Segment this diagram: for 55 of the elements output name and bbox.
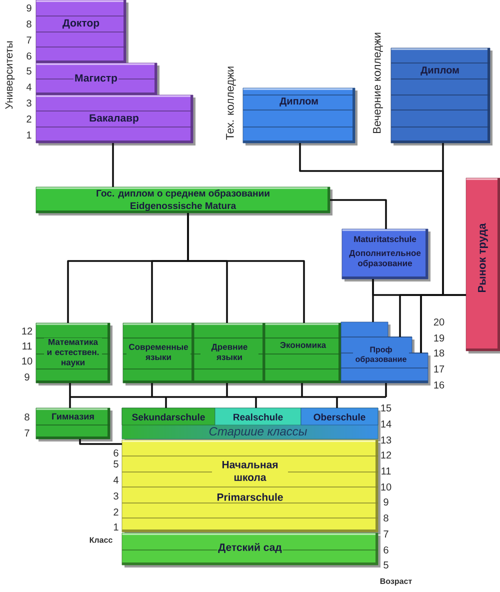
- diploma-box: Диплом: [242, 88, 358, 146]
- school-box: Sekundarschule: [122, 408, 216, 426]
- grade-number: 6: [114, 449, 118, 457]
- vertical-bar: Рынок труда: [466, 178, 500, 354]
- school-box: Maturitatschule Дополнительное образование: [342, 228, 430, 282]
- school-box: Детский сад: [122, 532, 380, 568]
- connector-line: [187, 213, 305, 323]
- year-number: 7: [26, 36, 32, 44]
- degree-box: Доктор: [36, 0, 128, 66]
- age-number: 7: [384, 530, 388, 538]
- grade-number: 9: [24, 373, 30, 381]
- age-number: 15: [381, 404, 392, 412]
- vertical-label: Тех. колледжи: [226, 66, 236, 140]
- age-number: 17: [434, 366, 444, 372]
- connector-line: [112, 143, 114, 187]
- grade-number: 2: [114, 508, 118, 516]
- connector-line: [330, 199, 387, 229]
- year-number: 5: [26, 68, 32, 74]
- stepped-box: Проф образование: [340, 322, 430, 386]
- column-heading: Возраст: [380, 578, 412, 586]
- year-number: 6: [26, 52, 32, 60]
- connector-line: [79, 439, 122, 445]
- grade-number: 7: [24, 430, 30, 436]
- grade-number: 1: [114, 524, 118, 530]
- year-number: 3: [26, 99, 32, 107]
- year-number: 2: [26, 116, 32, 122]
- diploma-box: Диплом: [390, 48, 492, 146]
- age-number: 20: [434, 318, 444, 326]
- age-number: 8: [384, 514, 388, 522]
- age-number: 19: [434, 334, 444, 342]
- school-box: Гимназия: [36, 408, 112, 442]
- connector-line: [399, 294, 466, 337]
- school-box: Oberschule: [300, 408, 378, 426]
- age-number: 12: [381, 452, 392, 458]
- school-box: Realschule: [214, 408, 302, 426]
- age-number: 16: [434, 381, 444, 389]
- connector-line: [299, 143, 444, 353]
- profile-box: Экономика: [264, 322, 344, 386]
- profile-box: Древние языки: [194, 322, 268, 386]
- column-heading: Класс: [90, 537, 112, 543]
- grade-number: 5: [114, 460, 118, 468]
- profile-box: Современные языки: [122, 322, 196, 386]
- age-number: 14: [381, 420, 392, 428]
- vertical-label: Вечерние колледжи: [373, 32, 383, 134]
- degree-box: Магистр: [36, 62, 160, 98]
- age-number: 13: [381, 436, 392, 444]
- profile-box: Математика и естествен. науки: [36, 322, 112, 386]
- grade-number: 8: [24, 413, 30, 421]
- vertical-label: Университеты: [5, 41, 15, 110]
- age-number: 18: [434, 349, 444, 357]
- connector-line: [69, 382, 387, 409]
- connector-line: [372, 279, 374, 322]
- diploma-bar: Гос. диплом о среднем образовании Eidgenossische Matura: [36, 186, 332, 216]
- age-number: 6: [384, 546, 388, 554]
- year-number: 4: [26, 84, 32, 90]
